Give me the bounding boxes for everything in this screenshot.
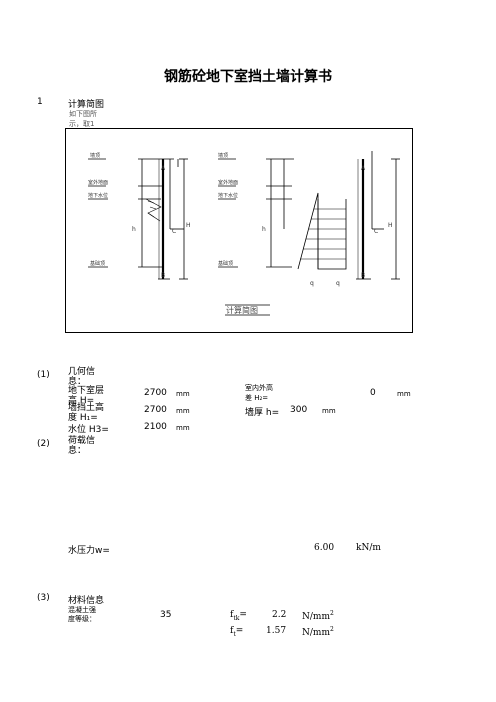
left-label-wall-top: 墙顶 [90, 152, 100, 159]
document-title: 钢筋砼地下室挡土墙计算书 [164, 69, 332, 85]
wall-thickness-unit: mm [322, 407, 336, 415]
retaining-height-unit: mm [176, 407, 190, 415]
concrete-grade-label-line1: 混凝土强 [68, 606, 96, 614]
point-a-right: A [361, 165, 366, 172]
ftk-unit: N/mm2 [302, 610, 334, 622]
dimension-h-left: H [186, 222, 191, 229]
point-c-left: C [172, 228, 176, 235]
basement-height-value: 2700 [144, 388, 167, 398]
diagram-drawing: 墙顶 室外地面 地下水位 基础顶 墙顶 室外地面 地下水位 基础顶 A B C … [88, 151, 400, 316]
material-number: (3) [37, 593, 50, 603]
material-heading: 材料信息 [68, 596, 105, 606]
load-q-right: q [336, 280, 340, 287]
left-label-outdoor-ground: 室外地面 [88, 179, 108, 186]
retaining-height-value: 2700 [144, 405, 167, 415]
water-level-unit: mm [176, 424, 190, 432]
dimension-h-right: H [388, 222, 393, 229]
load-heading-line2: 息： [68, 446, 87, 456]
geometry-number: (1) [37, 370, 50, 380]
water-pressure-value: 6.00 [314, 543, 335, 553]
mid-label-water-level: 地下水位 [218, 192, 238, 199]
dimension-h-small-mid: h [262, 226, 266, 233]
section-1-heading: 计算简图 [68, 100, 105, 110]
geometry-heading-line2: 息： [68, 377, 87, 387]
section-1-note-line2: 示，取1 [69, 120, 95, 128]
geometry-heading-line1: 几何信 [68, 367, 96, 377]
section-1-number: 1 [37, 97, 43, 107]
load-q-left: q [310, 280, 314, 287]
elevation-diff-unit: mm [397, 390, 411, 398]
left-label-water-level: 地下水位 [88, 192, 108, 199]
basement-height-label-line1: 地下室层 [68, 386, 105, 396]
basement-height-unit: mm [176, 390, 190, 398]
concrete-grade-label-line2: 度等级： [68, 615, 96, 623]
diagram-caption: 计算简图 [226, 305, 258, 315]
elevation-diff-value: 0 [370, 388, 376, 398]
elevation-diff-label-line1: 室内外高 [245, 384, 273, 392]
point-b-right: B [361, 272, 365, 279]
load-heading-line1: 荷载信 [68, 436, 96, 446]
mid-label-wall-top: 墙顶 [218, 152, 228, 159]
mid-label-outdoor-ground: 室外地面 [218, 179, 238, 186]
water-level-value: 2100 [144, 422, 167, 432]
section-1-note-line1: 如下图所 [69, 110, 97, 118]
retaining-height-label-line1: 墙挡土高 [68, 403, 105, 413]
water-pressure-unit: kN/m [356, 543, 381, 553]
point-b-left: B [161, 272, 165, 279]
water-level-label: 水位 H3= [68, 425, 109, 435]
point-c-right: C [374, 228, 378, 235]
wall-thickness-label: 墙厚 h= [245, 408, 280, 418]
dimension-h-small-left: h [132, 226, 136, 233]
mid-label-foundation-top: 基础顶 [218, 260, 233, 267]
calculation-diagram: 墙顶 室外地面 地下水位 基础顶 墙顶 室外地面 地下水位 基础顶 A B C … [65, 128, 413, 333]
water-pressure-label: 水压力w= [68, 546, 110, 556]
basement-height-label-line2: 高 H= [68, 396, 95, 406]
retaining-height-label-line2: 度 H₁= [68, 413, 98, 423]
ftk-value: 2.2 [272, 610, 287, 620]
left-label-foundation-top: 基础顶 [90, 260, 105, 267]
elevation-diff-label-line2: 差 H₂= [245, 394, 269, 402]
ftk-label: ftk= [230, 610, 247, 622]
point-a-left: A [161, 165, 166, 172]
ft-label: ft= [230, 626, 244, 638]
load-number: (2) [37, 439, 50, 449]
wall-thickness-value: 300 [290, 405, 308, 415]
ft-unit: N/mm2 [302, 626, 334, 638]
concrete-grade-value: 35 [160, 610, 172, 620]
ft-value: 1.57 [266, 626, 287, 636]
